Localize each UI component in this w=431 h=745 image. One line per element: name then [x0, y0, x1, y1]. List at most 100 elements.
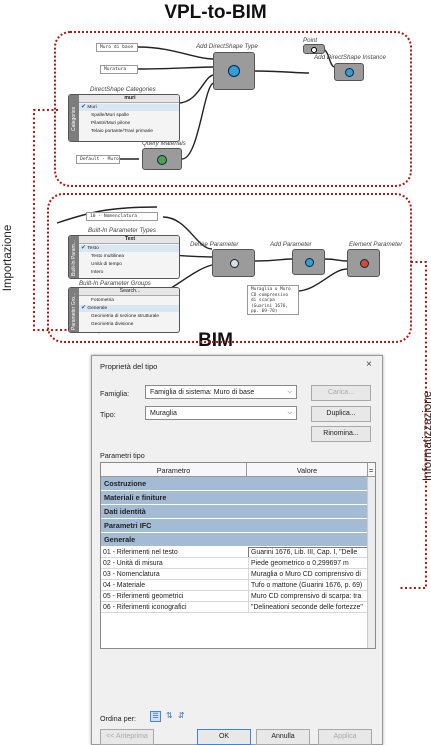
group-generale[interactable]: Generale▲: [101, 533, 375, 547]
group-dati-identita[interactable]: Dati identità▼: [101, 505, 375, 519]
add-directshape-instance-node[interactable]: [334, 63, 364, 81]
group-item-generale[interactable]: ✔ Generale: [79, 305, 179, 312]
sort-descending-icon[interactable]: ⇵: [178, 711, 185, 720]
group-parametri-ifc[interactable]: Parametri IFC▼: [101, 519, 375, 533]
element-parameter-icon: [360, 259, 369, 268]
group-item-label: Generale: [87, 306, 108, 311]
label-add-directshape-instance: Add DirectShape Instance: [314, 54, 386, 61]
vpl-title: VPL-to-BIM: [164, 2, 267, 23]
table-row[interactable]: 02 - Unità di misura Piede geometrico o …: [101, 558, 375, 569]
group-materiali[interactable]: Materiali e finiture▼: [101, 491, 375, 505]
label-point: Point: [303, 37, 318, 44]
panel-nomenclatura[interactable]: 10 - Nomenclatura: [86, 212, 158, 221]
col-value[interactable]: Valore: [296, 466, 318, 475]
add-parameter-node[interactable]: [292, 249, 325, 275]
load-button[interactable]: Carica...: [311, 385, 371, 401]
parameter-groups-list[interactable]: Parameter Gro... Search... Fotometria ✔ …: [68, 287, 180, 333]
point-icon: [311, 47, 317, 53]
group-rows: Costruzione▼ Materiali e finiture▼ Dati …: [101, 477, 375, 613]
param-value[interactable]: Piede geometrico o 0,299697 m: [248, 558, 375, 568]
check-icon: ✔: [81, 104, 87, 110]
category-item-muri[interactable]: ✔ Muri: [79, 104, 179, 111]
grid-scrollbar[interactable]: [367, 477, 375, 648]
type-item-testo[interactable]: ✔ Testo: [79, 245, 179, 252]
add-parameter-icon: [305, 258, 314, 267]
directshape-categories-list[interactable]: Categories muri ✔ Muri Spalle/Muri spall…: [68, 94, 180, 142]
panel-muro-di-base[interactable]: Muro di base: [96, 43, 138, 52]
group-label: Generale: [104, 535, 136, 544]
preview-button[interactable]: << Anteprima: [100, 729, 154, 745]
type-combo[interactable]: Muraglia ⌵: [145, 406, 297, 420]
label-element-parameter: Element Parameter: [349, 241, 403, 248]
panel-muratura[interactable]: Muratura: [100, 65, 138, 74]
param-value-input[interactable]: Guarini 1676, Lib. III, Cap. I, "Delle: [248, 547, 375, 557]
ok-button[interactable]: OK: [197, 729, 251, 745]
group-item-geometria-sezione[interactable]: Geometria di sezione strutturale: [91, 314, 159, 319]
panel-default-muro[interactable]: Default - Muro: [76, 155, 120, 164]
category-item-label: Muri: [87, 105, 97, 110]
type-item-time[interactable]: Unità di tempo: [91, 262, 122, 267]
category-item-spalle[interactable]: Spalle/Muri spalle: [91, 113, 129, 118]
group-item-geometria-divisione[interactable]: Geometria divisione: [91, 322, 134, 327]
param-value[interactable]: "Delineationi seconde delle fortezze": [248, 602, 375, 612]
duplicate-button[interactable]: Duplica...: [311, 406, 371, 422]
types-header: Text: [79, 236, 179, 244]
family-label: Famiglia:: [100, 389, 130, 398]
table-row[interactable]: 01 - Riferimenti nel testo Guarini 1676,…: [101, 547, 375, 558]
table-row[interactable]: 05 - Riferimenti geometrici Muro CD comp…: [101, 591, 375, 602]
vpl-panel-directshape: [54, 31, 412, 187]
table-row[interactable]: 04 - Materiale Tufo o mattone (Guarini 1…: [101, 580, 375, 591]
group-item-fotometria[interactable]: Fotometria: [91, 298, 114, 303]
param-value[interactable]: Muraglia o Muro CD comprensivo di: [248, 569, 375, 579]
close-icon[interactable]: ×: [366, 359, 372, 370]
type-properties-dialog: Proprietà del tipo × Famiglia: Famiglia …: [91, 355, 383, 745]
param-value[interactable]: Tufo o mattone (Guarini 1676, p. 69): [248, 580, 375, 590]
query-materials-icon: [157, 155, 167, 165]
label-directshape-categories: DirectShape Categories: [90, 86, 156, 93]
groups-side-label: Parameter Gro...: [69, 288, 79, 332]
point-node[interactable]: [303, 44, 325, 54]
sort-ascending-icon[interactable]: ⇅: [166, 711, 173, 720]
group-label: Parametri IFC: [104, 521, 152, 530]
type-value: Muraglia: [150, 410, 177, 417]
grid-header: Parametro Valore =: [101, 463, 375, 477]
apply-button[interactable]: Applica: [318, 729, 372, 745]
bim-title: BIM: [198, 330, 233, 351]
define-parameter-node[interactable]: [212, 249, 255, 277]
category-item-pilastri[interactable]: Pilastri/Muri pilone: [91, 121, 131, 126]
label-add-directshape-type: Add DirectShape Type: [196, 43, 258, 50]
type-item-multiline[interactable]: Testo multilinea: [91, 254, 125, 259]
panel-muraglia-value: Muraglia o Muro CD comprensivo di scarpa…: [251, 287, 291, 315]
family-combo[interactable]: Famiglia di sistema: Muro di base ⌵: [145, 385, 297, 399]
col-parameter[interactable]: Parametro: [156, 466, 191, 475]
sort-grouped-icon[interactable]: ☰: [150, 711, 161, 722]
dialog-title: Proprietà del tipo: [100, 362, 158, 371]
param-name: 02 - Unità di misura: [103, 560, 163, 567]
type-item-label: Testo: [87, 246, 99, 251]
directshape-instance-icon: [345, 68, 354, 77]
label-add-parameter: Add Parameter: [270, 241, 312, 248]
table-row[interactable]: 06 - Riferimenti iconografici "Delineati…: [101, 602, 375, 613]
groups-search[interactable]: Search...: [79, 288, 179, 296]
group-costruzione[interactable]: Costruzione▼: [101, 477, 375, 491]
sort-by-label: Ordina per:: [100, 714, 136, 723]
check-icon: ✔: [81, 305, 87, 311]
panel-muraglia-text[interactable]: Muraglia o Muro CD comprensivo di scarpa…: [247, 285, 299, 315]
group-label: Materiali e finiture: [104, 493, 167, 502]
family-value: Famiglia di sistema: Muro di base: [150, 389, 255, 396]
type-label: Tipo:: [100, 410, 116, 419]
vpl-panel-parameters: [47, 193, 412, 343]
rename-button[interactable]: Rinomina...: [311, 426, 371, 442]
cancel-button[interactable]: Annulla: [256, 729, 310, 745]
table-row[interactable]: 03 - Nomenclatura Muraglia o Muro CD com…: [101, 569, 375, 580]
directshape-type-icon: [228, 65, 240, 77]
check-icon: ✔: [81, 245, 87, 251]
define-parameter-icon: [230, 259, 239, 268]
query-materials-node[interactable]: [142, 148, 182, 170]
type-item-integer[interactable]: Intero: [91, 270, 104, 275]
parameter-types-list[interactable]: Built-In Param... Text ✔ Testo Testo mul…: [68, 235, 180, 279]
element-parameter-node[interactable]: [347, 249, 380, 277]
param-value[interactable]: Muro CD comprensivo di scarpa: tra: [248, 591, 375, 601]
category-item-telaio[interactable]: Telaio portante/Travi primarie: [91, 129, 153, 134]
add-directshape-type-node[interactable]: [213, 52, 255, 90]
